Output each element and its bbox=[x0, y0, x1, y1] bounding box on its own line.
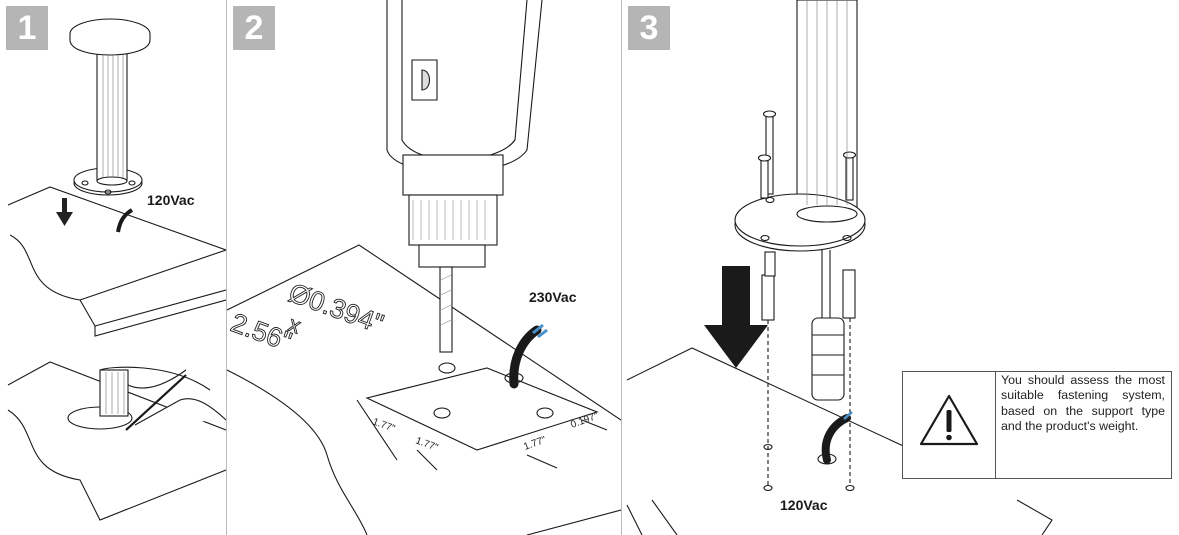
down-arrow-icon bbox=[56, 198, 73, 226]
panel-divider bbox=[226, 0, 227, 535]
panel-divider bbox=[621, 0, 622, 535]
step-3-badge: 3 bbox=[628, 6, 670, 50]
step-3-voltage-label: 120Vac bbox=[780, 497, 828, 513]
drill-diameter-text: Ø0.394" bbox=[285, 277, 387, 339]
step-1-panel: 1 120Vac bbox=[0, 0, 226, 535]
step-1-voltage-label: 120Vac bbox=[147, 192, 195, 208]
down-arrow-icon bbox=[704, 266, 768, 368]
dimension-label-c: 1.77" bbox=[522, 434, 548, 452]
warning-text: You should assess the most suitable fast… bbox=[1001, 373, 1165, 433]
step-2-panel: Ø0.394" x 2.56" 1.77" 1.77" 1.77" 0.197"… bbox=[227, 0, 621, 535]
step-1-illustration bbox=[7, 18, 226, 521]
warning-icon-cell bbox=[903, 372, 996, 478]
dimension-label-a: 1.77" bbox=[371, 416, 397, 434]
step-3-panel: 3 120Vac You should assess the most suit… bbox=[622, 0, 1179, 535]
drill-depth-text: 2.56" bbox=[227, 307, 296, 356]
warning-triangle-icon bbox=[919, 394, 979, 446]
step-2-voltage-label: 230Vac bbox=[529, 289, 577, 305]
step-2-badge: 2 bbox=[233, 6, 275, 50]
dimension-label-d: 0.197" bbox=[569, 411, 600, 431]
warning-box: You should assess the most suitable fast… bbox=[902, 371, 1172, 479]
step-1-badge: 1 bbox=[6, 6, 48, 50]
step-2-illustration: Ø0.394" x 2.56" 1.77" 1.77" 1.77" 0.197" bbox=[227, 0, 621, 535]
step-3-illustration bbox=[626, 0, 1053, 535]
